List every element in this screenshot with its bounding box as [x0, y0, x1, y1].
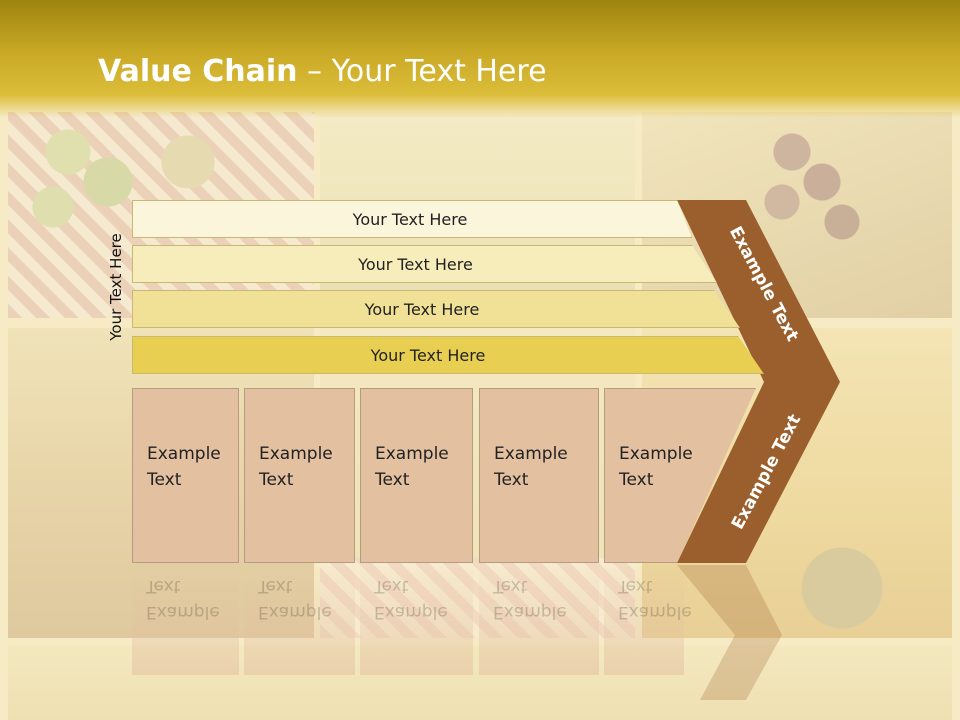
box-line-2: Text — [619, 470, 654, 490]
reflection-line-1: Example — [258, 602, 332, 622]
reflection-line-1: Example — [374, 602, 448, 622]
box-line-2: Text — [259, 470, 294, 490]
box-line-2: Text — [375, 470, 410, 490]
support-bar-label: Your Text Here — [358, 254, 473, 274]
slide-title-rest: – Your Text Here — [297, 54, 547, 89]
box-line-2: Text — [147, 470, 182, 490]
reflection-line-2: Text — [146, 576, 181, 596]
box-line-1: Example — [619, 444, 693, 464]
box-line-1: Example — [375, 444, 449, 464]
header-bar — [0, 0, 960, 118]
support-bar-2: Your Text Here — [132, 245, 717, 283]
primary-box-reflection: Example Text — [132, 565, 239, 675]
box-line-2: Text — [494, 470, 529, 490]
reflection-line-1: Example — [146, 602, 220, 622]
primary-box-4: Example Text — [479, 388, 599, 563]
support-bar-label: Your Text Here — [370, 345, 486, 365]
support-bar-label: Your Text Here — [364, 299, 480, 319]
primary-box-reflection: Example Text — [360, 565, 473, 675]
slide-title-bold: Value Chain — [98, 54, 298, 89]
support-bar-3: Your Text Here — [132, 290, 740, 328]
primary-box-3: Example Text — [360, 388, 473, 563]
reflection-line-2: Text — [258, 576, 293, 596]
reflection-line-2: Text — [493, 576, 528, 596]
reflection-line-1: Example — [493, 602, 567, 622]
reflection-line-2: Text — [374, 576, 409, 596]
primary-box-2: Example Text — [244, 388, 355, 563]
support-bar-4: Your Text Here — [132, 336, 764, 374]
support-bar-label: Your Text Here — [352, 209, 468, 229]
primary-box-1: Example Text — [132, 388, 239, 563]
box-line-1: Example — [494, 444, 568, 464]
reflection-line-1: Example — [618, 602, 692, 622]
primary-box-reflection: Example Text — [244, 565, 355, 675]
margin-chevron-reflection — [677, 565, 782, 700]
primary-box-reflection: Example Text — [604, 565, 692, 675]
slide-title: Value Chain – Your Text Here — [98, 54, 547, 89]
reflection-line-2: Text — [618, 576, 653, 596]
box-line-1: Example — [259, 444, 333, 464]
primary-box-reflection: Example Text — [479, 565, 599, 675]
margin-chevron-shape — [677, 200, 840, 563]
support-bar-1: Your Text Here — [132, 200, 692, 238]
box-line-1: Example — [147, 444, 221, 464]
